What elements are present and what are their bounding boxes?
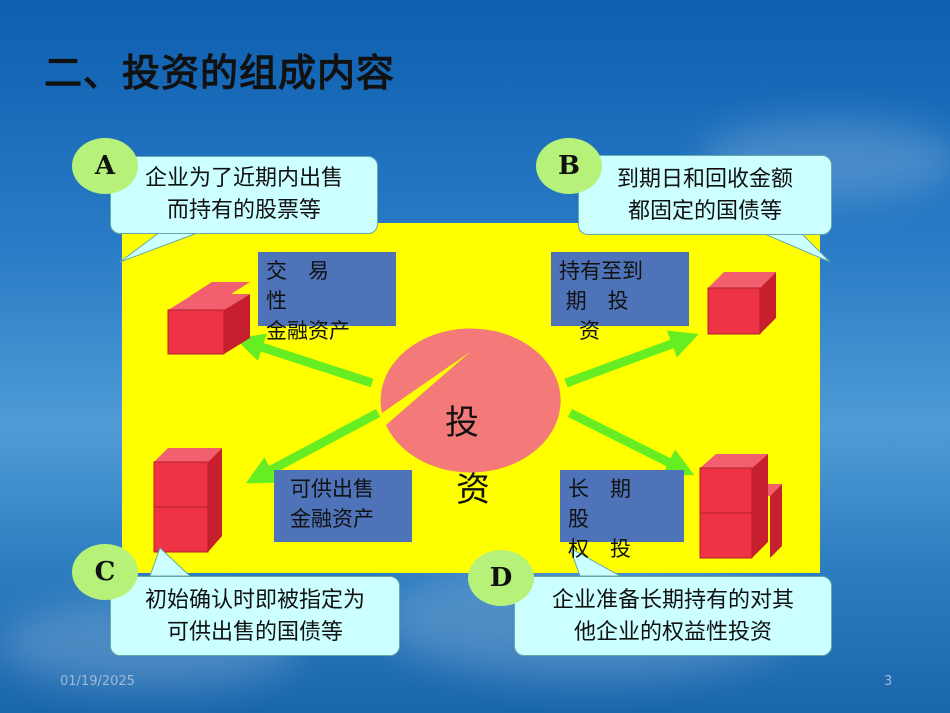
- callout-tail-b: [759, 231, 831, 263]
- box-a: 交 易 性 金融资产: [258, 252, 396, 343]
- slide-title: 二、投资的组成内容: [44, 51, 396, 95]
- label-circle-b: B: [536, 138, 602, 194]
- callout-c-line2: 可供出售的国债等: [166, 620, 343, 645]
- callout-d-line2: 他企业的权益性投资: [573, 620, 772, 645]
- cube-b: [707, 272, 776, 335]
- arrow-d: [567, 408, 695, 476]
- center-label-2: 资: [456, 470, 490, 510]
- center-pie: [380, 328, 561, 473]
- callout-b: 到期日和回收金额 都固定的国债等: [578, 155, 832, 235]
- box-c: 可供出售 金融资产: [274, 470, 412, 542]
- cube-d: [699, 454, 782, 559]
- label-circle-d: D: [468, 550, 534, 606]
- callout-b-line1: 到期日和回收金额: [616, 167, 793, 192]
- callout-b-line2: 都固定的国债等: [627, 199, 782, 224]
- box-d: 长 期 股 权 投: [560, 470, 684, 561]
- footer-page-number: 3: [884, 674, 893, 689]
- callout-d-line1: 企业准备长期持有的对其: [551, 588, 794, 613]
- arrow-a: [235, 333, 374, 388]
- callout-c: 初始确认时即被指定为 可供出售的国债等: [110, 576, 400, 656]
- callout-tail-a: [119, 231, 201, 263]
- arrow-c: [245, 409, 381, 484]
- callout-a-line1: 企业为了近期内出售: [144, 166, 343, 191]
- callout-d: 企业准备长期持有的对其 他企业的权益性投资: [514, 576, 832, 656]
- callout-c-line1: 初始确认时即被指定为: [144, 588, 365, 613]
- cube-a: [167, 282, 250, 355]
- callout-a-line2: 而持有的股票等: [166, 198, 321, 223]
- center-label-1: 投: [445, 403, 479, 443]
- label-circle-a: A: [72, 138, 138, 194]
- label-circle-c: C: [72, 544, 138, 600]
- cube-c: [153, 448, 222, 553]
- box-b: 持有至到 期 投 资: [551, 252, 689, 343]
- callout-a: 企业为了近期内出售 而持有的股票等: [110, 156, 378, 234]
- arrow-b: [564, 330, 699, 388]
- footer-date: 01/19/2025: [60, 674, 135, 689]
